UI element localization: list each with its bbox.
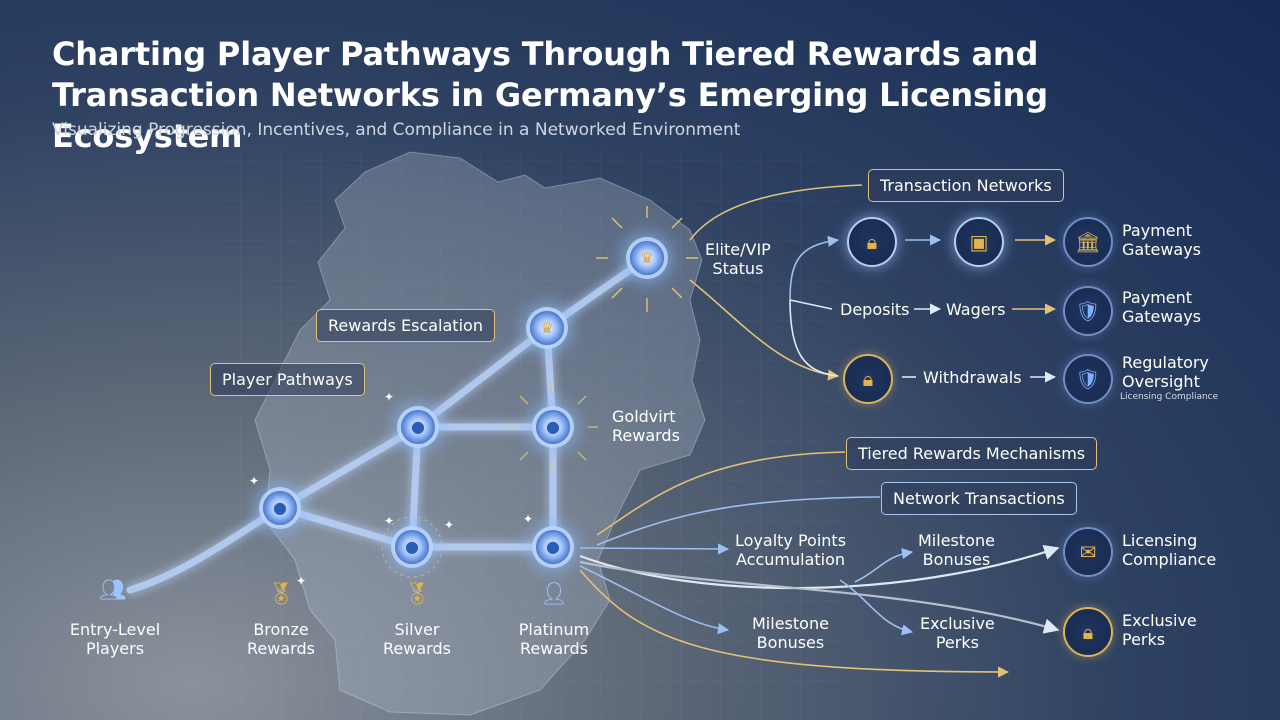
crown-icon: ♛: [640, 248, 654, 267]
transaction-networks-label: Transaction Networks: [868, 169, 1064, 202]
users-icon: 👥︎: [99, 578, 127, 603]
elite-vip-label: Elite/VIP Status: [705, 240, 771, 278]
withdrawals-label: Withdrawals: [923, 368, 1022, 387]
page-title: Charting Player Pathways Through Tiered …: [52, 35, 1048, 155]
payment-gateway-ring-2[interactable]: 🛡︎: [1063, 286, 1113, 336]
grid-background: [220, 150, 840, 720]
user-icon: ●: [546, 537, 560, 556]
gold-rewards-node[interactable]: ●: [536, 410, 570, 444]
connector-branch-bottom: [789, 299, 839, 377]
connector-to-tiered-mechanisms: [596, 451, 846, 536]
shield-icon: 🛡︎: [1075, 367, 1101, 391]
milestone-bonuses-label-2: Milestone Bonuses: [752, 614, 829, 652]
sparkle-icon: ✦: [444, 518, 455, 532]
vip-starburst: [596, 206, 698, 312]
regulatory-oversight-ring[interactable]: 🛡︎: [1063, 354, 1113, 404]
rewards-escalation-label: Rewards Escalation: [316, 309, 495, 342]
exclusive-perks-label-2: Exclusive Perks: [1122, 611, 1197, 649]
connector-vip-to-withdrawals: [689, 279, 840, 381]
user-icon: 👤︎: [540, 582, 568, 607]
silver-upper-node[interactable]: ●: [401, 410, 435, 444]
user-icon: ●: [411, 417, 425, 436]
path-silver-vertical: [408, 423, 422, 551]
user-icon: ●: [546, 417, 560, 436]
exclusive-perks-ring[interactable]: 🔒︎: [1063, 607, 1113, 657]
sparkle-icon: ✦: [384, 514, 395, 528]
tier-label-entry: Entry-Level Players: [69, 620, 161, 658]
loyalty-points-label: Loyalty Points Accumulation: [735, 531, 847, 569]
connector-to-network-transactions: [596, 496, 881, 546]
silver-node[interactable]: ●: [395, 530, 429, 564]
user-icon: ●: [273, 498, 287, 517]
sparkle-icon: ✦: [249, 474, 260, 488]
rewards-escalation-node[interactable]: ♛: [530, 311, 564, 345]
user-icon: ●: [405, 537, 419, 556]
licensing-compliance-small-label: Licensing Compliance: [1120, 392, 1219, 402]
wagers-label: Wagers: [946, 300, 1006, 319]
shield-icon: 🛡︎: [1075, 299, 1101, 323]
bank-icon: 🏛︎: [1075, 230, 1101, 254]
vip-node[interactable]: ♛: [630, 241, 664, 275]
connector-to-exclusive-perks-1: [839, 579, 914, 636]
licensing-compliance-ring[interactable]: ✉︎: [1063, 527, 1113, 577]
connector-to-bottom-arrow: [579, 569, 1010, 678]
tier-label-platinum: Platinum Rewards: [518, 620, 590, 658]
path-bronze-to-bottom: [276, 504, 416, 551]
regulatory-oversight-label: Regulatory Oversight: [1122, 353, 1209, 391]
lock-icon: 🔒︎: [862, 367, 874, 391]
player-pathways-label: Player Pathways: [210, 363, 365, 396]
page-subtitle: Visualizing Progression, Incentives, and…: [52, 120, 741, 140]
medal-icon: 🏅︎: [267, 582, 295, 607]
connector-to-loyalty: [579, 543, 730, 555]
bronze-node[interactable]: ●: [263, 491, 297, 525]
connector-loyalty-to-milestone: [854, 547, 914, 583]
license-icon: ✉︎: [1079, 540, 1097, 564]
goldvirt-rewards-label: Goldvirt Rewards: [612, 407, 680, 445]
lock-icon: 🔒︎: [866, 230, 878, 254]
connector-branch-deposits: [789, 299, 833, 310]
gold-starburst: [508, 382, 598, 472]
milestone-bonuses-label-1: Milestone Bonuses: [918, 531, 995, 569]
sparkle-icon: ✦: [384, 390, 395, 404]
payment-gateways-label-1: Payment Gateways: [1122, 221, 1202, 259]
exclusive-perks-label-1: Exclusive Perks: [920, 614, 995, 652]
tiered-rewards-mechanisms-label: Tiered Rewards Mechanisms: [846, 437, 1098, 470]
connector-to-milestone-2: [579, 565, 730, 635]
path-entry-to-bronze: [126, 504, 284, 594]
payment-gateways-label-2: Payment Gateways: [1122, 288, 1202, 326]
deposits-label: Deposits: [840, 300, 910, 319]
payment-gateway-ring-1[interactable]: 🏛︎: [1063, 217, 1113, 267]
path-silver-node-to-rewards: [414, 324, 551, 431]
secure-transaction-ring[interactable]: 🔒︎: [847, 217, 897, 267]
crown-icon: ♛: [540, 318, 554, 337]
sparkle-icon: ✦: [296, 574, 307, 588]
sparkle-icon: ✦: [523, 512, 534, 526]
withdrawal-lock-ring[interactable]: 🔒︎: [843, 354, 893, 404]
path-rewards-to-vip: [543, 254, 651, 332]
path-bronze-to-silver-node: [276, 423, 422, 512]
connector-branch-top: [789, 235, 840, 301]
tier-label-bronze: Bronze Rewards: [247, 620, 315, 658]
tier-label-silver: Silver Rewards: [383, 620, 451, 658]
silver-halo: [381, 516, 443, 578]
wallet-ring[interactable]: ▣: [954, 217, 1004, 267]
network-transactions-label: Network Transactions: [881, 482, 1077, 515]
connector-stream-to-exclusive: [579, 560, 1060, 634]
licensing-compliance-label: Licensing Compliance: [1122, 531, 1217, 569]
platinum-node[interactable]: ●: [536, 530, 570, 564]
wallet-icon: ▣: [969, 230, 989, 254]
medal-icon: 🏅︎: [403, 582, 431, 607]
connector-vip-to-transactions: [689, 184, 863, 241]
lock-icon: 🔒︎: [1082, 620, 1094, 644]
